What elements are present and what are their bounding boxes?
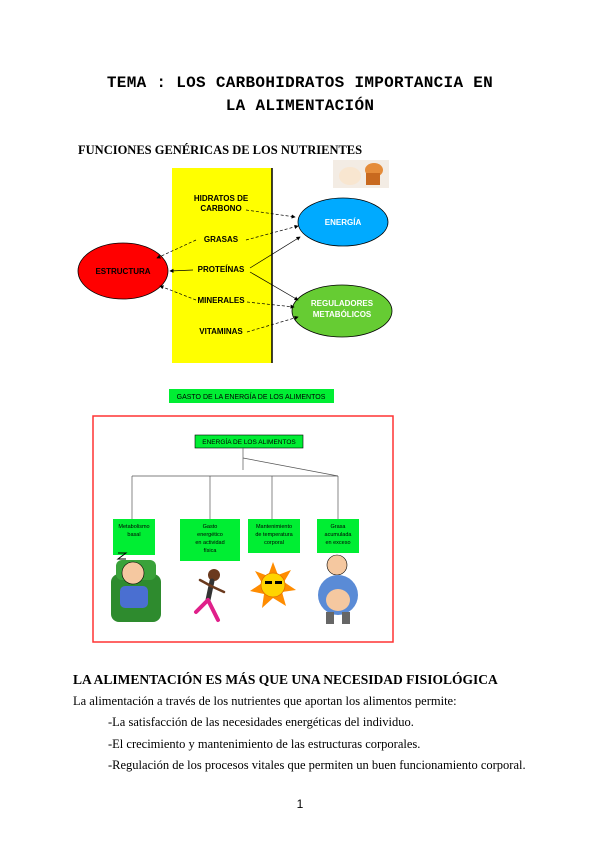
nutrient-label-proteins: PROTEÍNAS: [198, 265, 245, 274]
branch-temp-line1: Mantenimiento: [256, 524, 292, 530]
energy-root-label: ENERGÍA DE LOS ALIMENTOS: [202, 437, 296, 446]
nutrient-label-carbs-2: CARBONO: [200, 204, 241, 213]
regulators-label-2: METABÓLICOS: [313, 310, 372, 319]
branch-temp-line2: de temperatura: [255, 532, 293, 538]
branch-activity-line3: en actividad: [195, 540, 224, 546]
intro-paragraph: La alimentación a través de los nutrient…: [73, 694, 457, 709]
branch-basal-line2: basal: [127, 532, 140, 538]
nutrient-label-fats: GRASAS: [204, 235, 239, 244]
regulators-label-1: REGULADORES: [311, 299, 374, 308]
branch-fat-line3: en exceso: [325, 540, 350, 546]
nutrient-label-vitamins: VITAMINAS: [199, 327, 243, 336]
branch-fat-line2: acumulada: [325, 532, 353, 538]
branch-activity-line2: energético: [197, 532, 223, 538]
list-item: -El crecimiento y mantenimiento de las e…: [108, 737, 420, 752]
page-number: 1: [0, 797, 600, 811]
structure-label: ESTRUCTURA: [95, 267, 150, 276]
nutrient-label-minerals: MINERALES: [197, 296, 245, 305]
branch-activity-line1: Gasto: [203, 524, 218, 530]
list-item: -Regulación de los procesos vitales que …: [108, 758, 526, 773]
section-heading-nutrition: LA ALIMENTACIÓN ES MÁS QUE UNA NECESIDAD…: [73, 672, 498, 688]
food-photo-image: [333, 160, 389, 188]
sleeping-man-image: [111, 553, 161, 622]
nutrient-label-carbs-1: HIDRATOS DE: [194, 194, 249, 203]
branch-basal-line1: Metabolismo: [118, 524, 149, 530]
list-item: -La satisfacción de las necesidades ener…: [108, 715, 414, 730]
branch-temp-line3: corporal: [264, 540, 284, 546]
energy-label: ENERGÍA: [325, 218, 362, 227]
energy-caption-text: GASTO DE LA ENERGÍA DE LOS ALIMENTOS: [177, 392, 326, 401]
branch-activity-line4: física: [204, 548, 218, 554]
branch-fat-line1: Grasa: [331, 524, 347, 530]
